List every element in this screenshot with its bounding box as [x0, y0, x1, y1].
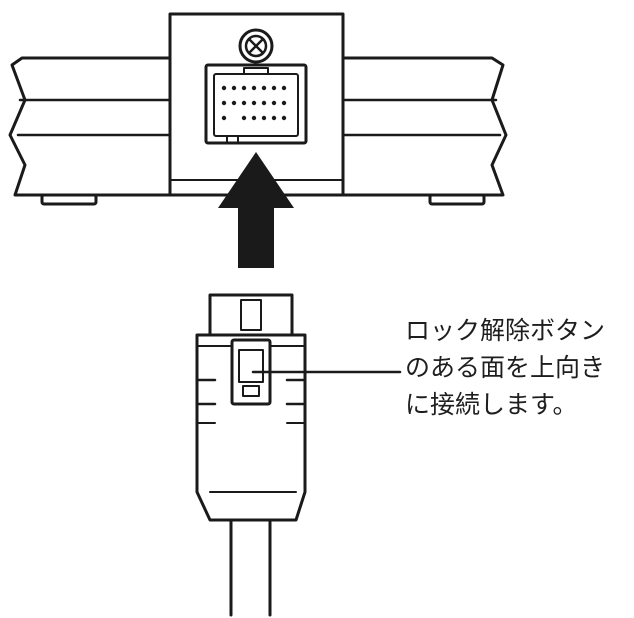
screw-icon — [238, 28, 274, 64]
device-right-wing — [341, 56, 508, 197]
cable — [229, 518, 272, 617]
callout-line-1: ロック解除ボタン — [405, 316, 606, 345]
device-foot-right — [428, 193, 486, 206]
plug-tip — [208, 293, 294, 337]
device-left-wing — [8, 56, 172, 197]
plug-body — [195, 333, 307, 522]
device-body — [8, 12, 508, 206]
device-socket — [204, 63, 308, 145]
callout-line-3: に接続します。 — [405, 390, 578, 419]
callout-line-2: のある面を上向き — [405, 353, 606, 382]
insert-direction-arrow — [218, 152, 294, 268]
cable-plug — [195, 293, 402, 617]
device-foot-left — [40, 193, 98, 206]
lock-release-callout: ロック解除ボタン のある面を上向き に接続します。 — [405, 312, 634, 423]
socket-pins — [221, 85, 287, 121]
